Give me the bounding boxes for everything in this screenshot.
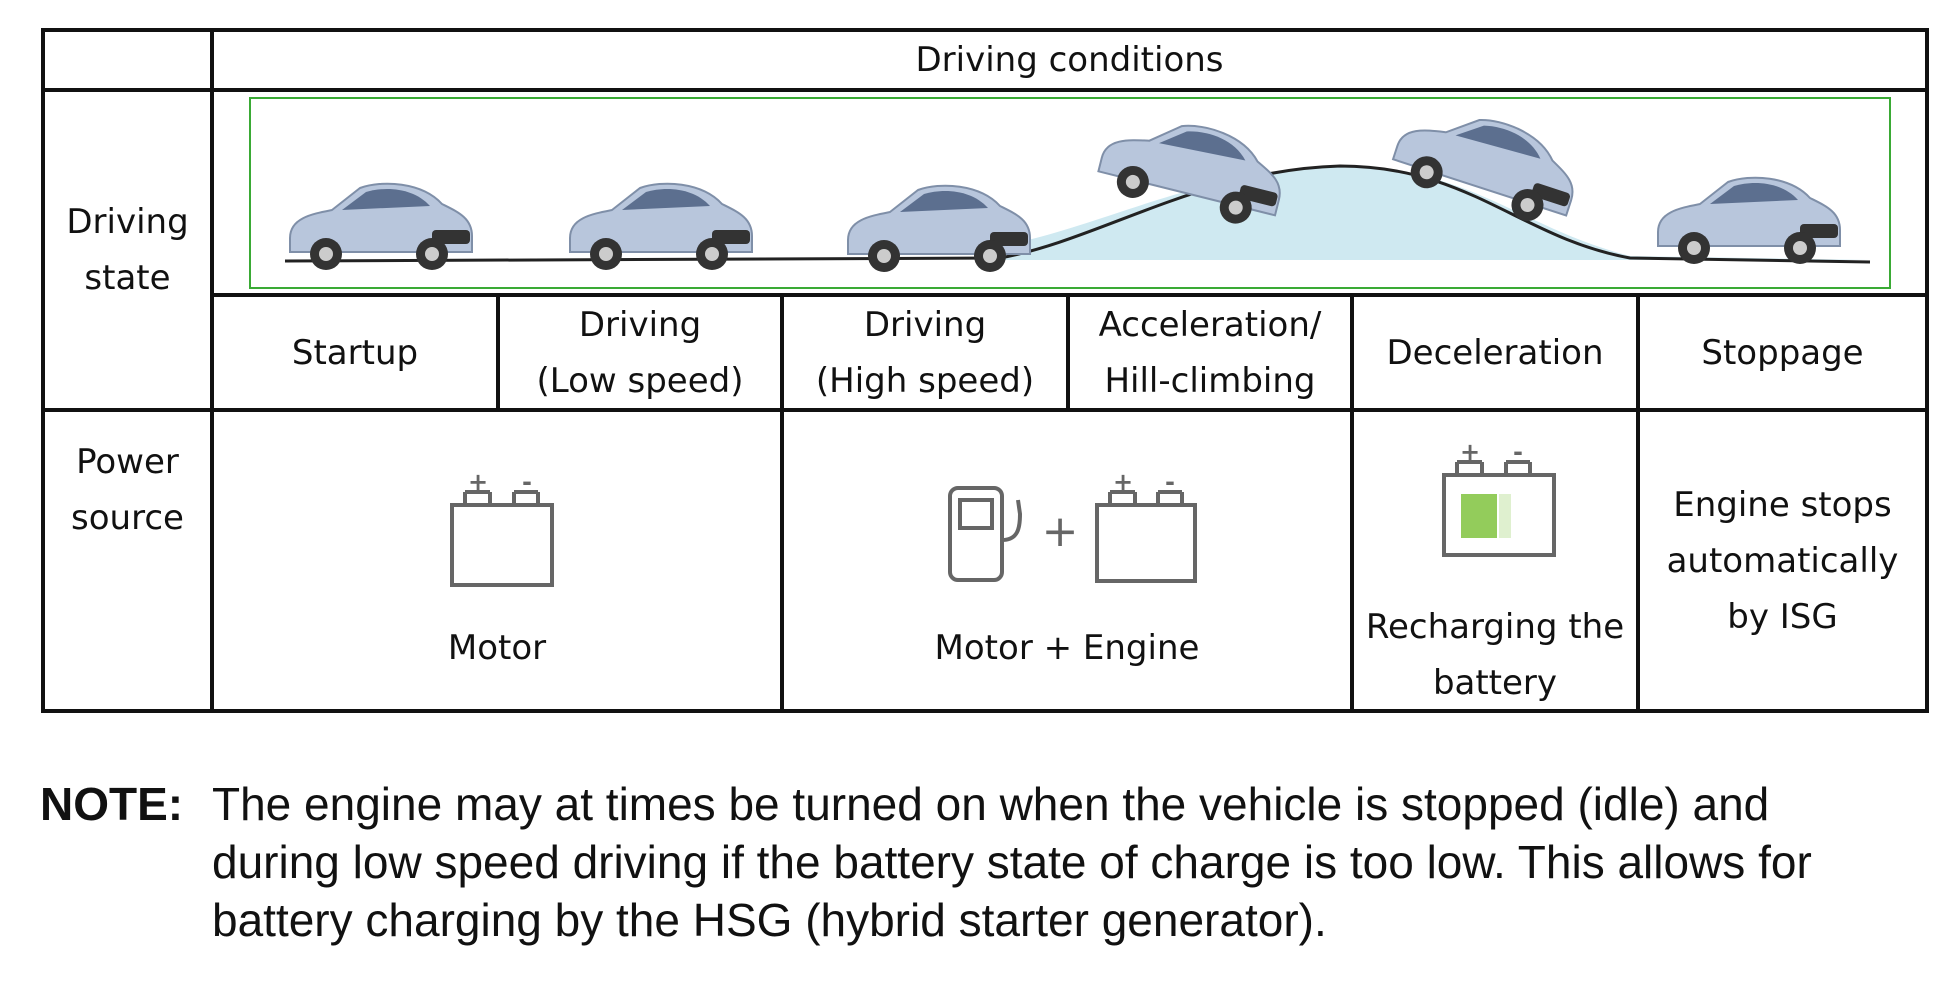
car-icon [289, 182, 473, 270]
condition-label: (High speed) [815, 360, 1035, 401]
note-line: battery charging by the HSG (hybrid star… [212, 894, 1327, 946]
condition-label: (Low speed) [536, 360, 744, 401]
note-body: The engine may at times be turned on whe… [212, 775, 1940, 949]
condition-label: Hill-climbing [1104, 360, 1316, 401]
car-icon [1391, 119, 1574, 222]
condition-driving-low-speed: Driving (Low speed) [498, 295, 782, 410]
power-source-motor: Motor [212, 620, 782, 676]
power-source-label: by ISG [1727, 596, 1838, 637]
condition-startup: Startup [212, 295, 498, 410]
driving-conditions-table [41, 28, 1929, 713]
condition-acceleration: Acceleration/ Hill-climbing [1068, 295, 1352, 410]
note-label: NOTE: [40, 778, 184, 830]
plus-sign: + [1041, 506, 1079, 557]
row-label-line: state [84, 258, 171, 298]
condition-stoppage: Stoppage [1638, 295, 1927, 410]
table-lines [41, 28, 1929, 713]
power-source-label: Motor + Engine [934, 628, 1200, 668]
illustration-frame [249, 97, 1891, 289]
condition-label: Startup [291, 332, 419, 373]
battery-minus-label: - [1513, 438, 1523, 466]
battery-icon [450, 490, 554, 587]
condition-label: Driving [578, 304, 702, 345]
fuel-pump-icon [948, 486, 1023, 582]
battery-plus-label: + [1459, 438, 1481, 466]
power-source-stoppage: Engine stops automatically by ISG [1638, 410, 1927, 711]
note-line: during low speed driving if the battery … [212, 836, 1812, 888]
car-icon [1097, 124, 1281, 224]
power-source-recharging: Recharging the battery [1352, 600, 1638, 710]
driving-conditions-header: Driving conditions [212, 30, 1927, 90]
power-source-label: Engine stops [1673, 484, 1892, 525]
driving-conditions-label: Driving conditions [915, 40, 1224, 80]
row-label-power-source: Power source [43, 410, 212, 570]
condition-label: Acceleration/ [1098, 304, 1322, 345]
power-source-motor-engine: Motor + Engine [782, 620, 1352, 676]
condition-driving-high-speed: Driving (High speed) [782, 295, 1068, 410]
battery-icon [1095, 490, 1197, 583]
battery-plus-label: + [1112, 468, 1134, 496]
car-icon [847, 184, 1031, 272]
car-icon [569, 182, 753, 270]
note: NOTE: The engine may at times be turned … [40, 775, 1940, 949]
condition-label: Driving [863, 304, 987, 345]
condition-label: Stoppage [1701, 332, 1864, 373]
row-label-line: Power [76, 442, 179, 482]
row-label-driving-state: Driving state [43, 90, 212, 410]
row-label-line: Driving [66, 202, 189, 242]
charging-battery-icon [1442, 460, 1556, 557]
car-icon [1657, 176, 1841, 264]
battery-minus-label: - [1165, 468, 1175, 496]
power-source-label: automatically [1666, 540, 1899, 581]
power-source-label: Motor [447, 628, 547, 668]
road-line [284, 164, 1871, 264]
battery-plus-label: + [467, 468, 489, 496]
power-source-label: Recharging the [1365, 607, 1625, 647]
battery-minus-label: - [522, 468, 532, 496]
note-line: The engine may at times be turned on whe… [212, 778, 1770, 830]
power-source-label: battery [1432, 663, 1558, 703]
row-label-line: source [71, 498, 184, 538]
condition-label: Deceleration [1386, 332, 1604, 373]
condition-deceleration: Deceleration [1352, 295, 1638, 410]
cars-group [289, 119, 1841, 272]
